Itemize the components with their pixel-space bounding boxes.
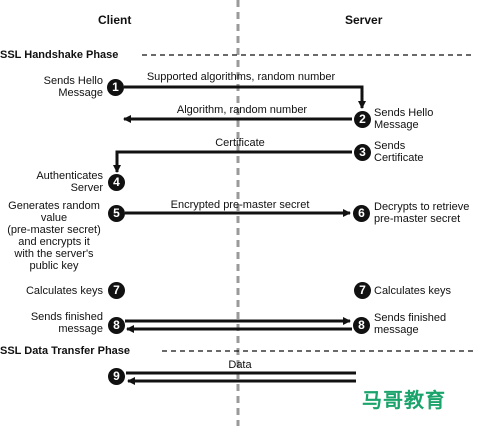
- watermark-logo: 马哥教育: [362, 388, 446, 412]
- step-2-badge: 2: [354, 111, 371, 128]
- step-1-message: Supported algorithms, random number: [146, 71, 336, 83]
- step-7-server-text: Calculates keys: [374, 285, 452, 297]
- step-3-message: Certificate: [215, 137, 265, 149]
- step-5-message: Encrypted pre-master secret: [170, 199, 310, 211]
- step-4-client-text: Authenticates Server: [36, 170, 103, 194]
- step-3-server-text: Sends Certificate: [374, 140, 424, 164]
- handshake-phase-label: SSL Handshake Phase: [0, 49, 123, 61]
- step-7-server-badge: 7: [354, 282, 371, 299]
- arrow-step-3: [113, 150, 352, 173]
- step-3-badge: 3: [354, 144, 371, 161]
- arrow-step-1: [124, 85, 366, 109]
- step-8-client-text: Sends finished message: [30, 311, 103, 335]
- step-8-server-text: Sends finished message: [374, 312, 447, 336]
- step-2-server-text: Sends Hello Message: [374, 107, 434, 131]
- step-6-badge: 6: [353, 205, 370, 222]
- step-8-client-badge: 8: [108, 317, 125, 334]
- step-1-client-text: Sends Hello Message: [43, 75, 103, 99]
- step-8-server-badge: 8: [353, 317, 370, 334]
- step-6-server-text: Decrypts to retrieve pre-master secret: [374, 201, 470, 225]
- client-header: Client: [98, 13, 132, 27]
- step-7-client-text: Calculates keys: [25, 285, 103, 297]
- step-9-message: Data: [228, 359, 252, 371]
- step-2-message: Algorithm, random number: [176, 104, 308, 116]
- step-5-badge: 5: [108, 205, 125, 222]
- step-1-badge: 1: [107, 79, 124, 96]
- step-5-client-text: Generates random value (pre-master secre…: [7, 200, 101, 272]
- server-header: Server: [345, 13, 383, 27]
- step-7-client-badge: 7: [108, 282, 125, 299]
- data-transfer-phase-label: SSL Data Transfer Phase: [0, 345, 135, 357]
- step-9-badge: 9: [108, 368, 125, 385]
- step-4-badge: 4: [108, 174, 125, 191]
